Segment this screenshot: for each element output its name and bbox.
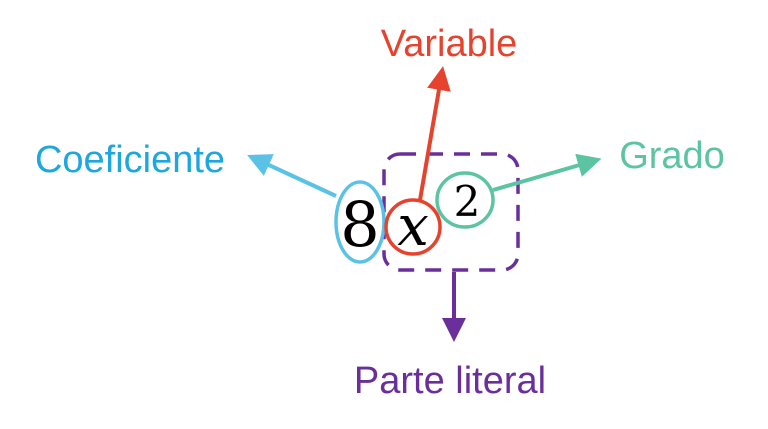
literal-part-box [382, 152, 520, 272]
degree-arrow [492, 153, 602, 192]
exponent-value: 2 [454, 177, 481, 226]
coefficient-arrow [247, 154, 337, 198]
coefficient-value: 8 [340, 188, 379, 261]
variable-label: Variable [381, 23, 518, 65]
coefficient-label: Coeficiente [35, 139, 225, 181]
variable-circle [384, 198, 442, 256]
degree-label: Grado [619, 135, 725, 177]
variable-value: x [397, 194, 429, 259]
coefficient-circle [334, 180, 386, 264]
variable-arrow [418, 66, 451, 201]
literal-part-label: Parte literal [354, 360, 546, 402]
degree-circle [435, 171, 495, 229]
